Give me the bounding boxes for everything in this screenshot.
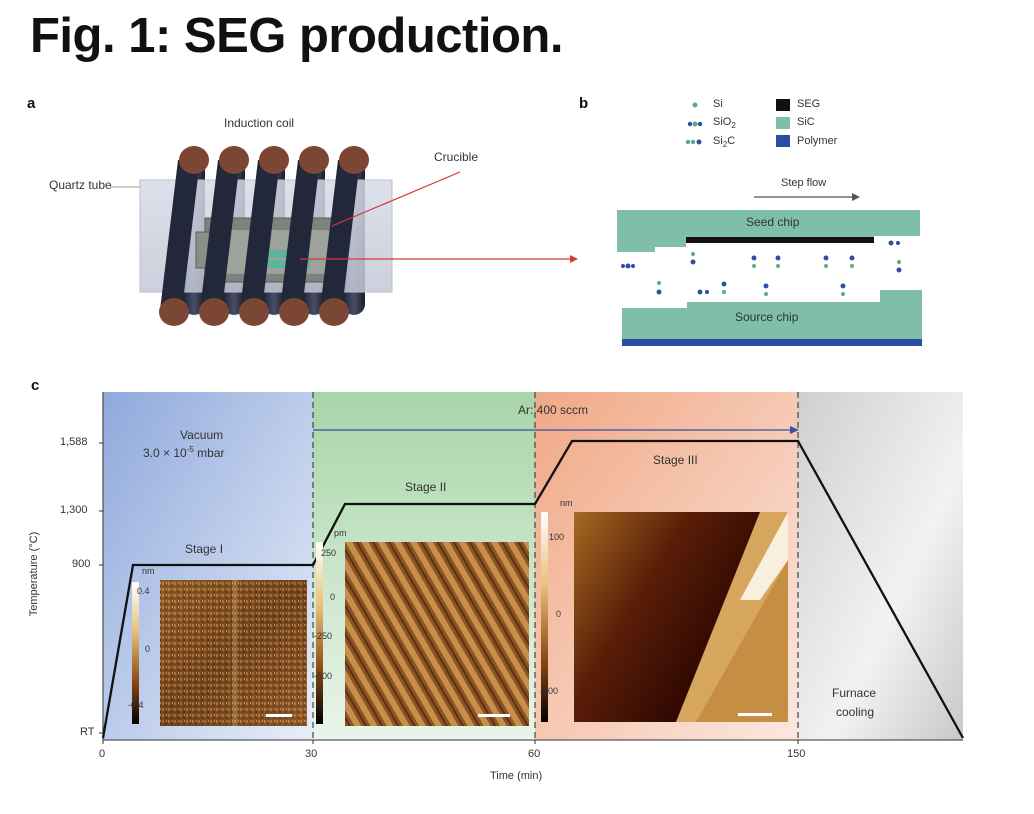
induction-coil-label: Induction coil: [224, 116, 295, 130]
inset2-unit: pm: [334, 528, 347, 538]
figure-title: Fig. 1: SEG production.: [30, 9, 563, 63]
afm-inset-stage2: [316, 542, 529, 726]
inset3-unit: nm: [560, 498, 573, 508]
ar-flow-label: Ar: 400 sccm: [518, 403, 589, 417]
panel-c-label: c: [31, 377, 40, 394]
legend-sio2: SiO2: [713, 116, 736, 131]
y-axis-label: Temperature (°C): [28, 531, 41, 617]
cooling-region: [798, 392, 963, 740]
xtick-60: 60: [528, 748, 541, 760]
afm-inset-stage1: [132, 580, 307, 726]
stage2-label: Stage II: [405, 480, 447, 494]
legend-seg: SEG: [797, 98, 821, 110]
stage3-region: [535, 392, 798, 740]
molecules: [621, 240, 902, 296]
ytick-1588: 1,588: [60, 436, 88, 448]
panel-a-label: a: [27, 95, 36, 112]
ytick-900: 900: [72, 558, 91, 570]
coil-ends: [159, 146, 369, 326]
vacuum-pressure-label: 3.0 × 10-5 mbar: [143, 445, 225, 460]
inset1-tick-top: 0.4: [137, 586, 150, 596]
xtick-150: 150: [787, 748, 806, 760]
inset2-tick-neg500: -500: [314, 671, 333, 681]
inset1-unit: nm: [142, 566, 155, 576]
crucible-label: Crucible: [434, 150, 479, 164]
quartz-tube-label: Quartz tube: [49, 178, 112, 192]
furnace-diagram: [110, 146, 578, 326]
inset1-tick-bot: -0.4: [128, 700, 144, 710]
inset3-tick-100: 100: [549, 532, 565, 542]
legend-polymer: Polymer: [797, 135, 838, 147]
legend-si: Si: [713, 98, 723, 110]
coil-front: [160, 160, 360, 310]
inset1-tick-mid: 0: [145, 644, 151, 654]
vacuum-label: Vacuum: [180, 428, 224, 442]
ytick-rt: RT: [80, 726, 95, 738]
inset3-tick-0: 0: [556, 609, 562, 619]
crucible-pointer: [331, 171, 461, 227]
seed-chip-label: Seed chip: [746, 215, 800, 229]
xtick-30: 30: [305, 748, 318, 760]
xtick-0: 0: [99, 748, 106, 760]
x-axis-label: Time (min): [490, 770, 543, 782]
legend-si2c: Si2C: [713, 135, 736, 150]
stage1-label: Stage I: [185, 542, 224, 556]
inset2-tick-0: 0: [330, 592, 336, 602]
stage2-region: [313, 392, 535, 740]
step-flow-label: Step flow: [781, 177, 827, 189]
stage3-label: Stage III: [653, 453, 698, 467]
panel-b-label: b: [579, 95, 589, 112]
inset3-tick-neg100: -100: [540, 686, 559, 696]
seg-layer: [686, 237, 874, 243]
furnace-cooling-line1: Furnace: [832, 686, 877, 700]
inset2-tick-250: 250: [321, 548, 337, 558]
legend: [685, 99, 790, 147]
ytick-1300: 1,300: [60, 504, 88, 516]
source-chip-label: Source chip: [735, 310, 799, 324]
inset2-tick-neg250: -250: [314, 631, 333, 641]
legend-sic: SiC: [797, 116, 815, 128]
polymer-layer: [622, 339, 922, 346]
furnace-cooling-line2: cooling: [836, 705, 875, 719]
afm-inset-stage3: [541, 512, 788, 722]
